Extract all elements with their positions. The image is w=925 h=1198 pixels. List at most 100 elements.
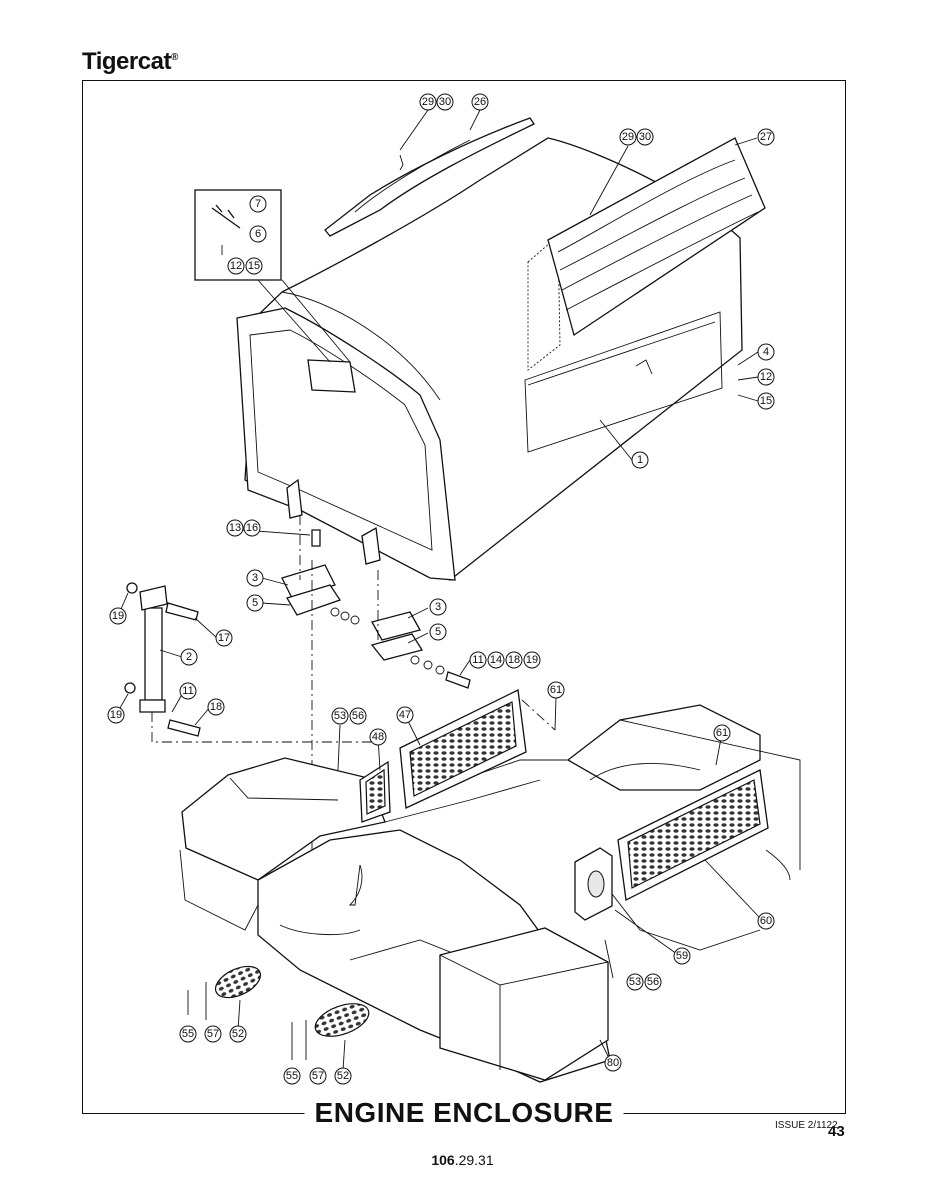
callout-label: 6 [255,228,261,240]
side-screen-60 [617,769,769,901]
callout-label: 12 [760,371,772,383]
callout-27: 27 [757,128,775,146]
callout-12-inset: 12 [227,257,245,275]
callout-label: 30 [639,131,651,143]
title-row: ENGINE ENCLOSURE [82,1097,846,1131]
callout-4: 4 [757,343,775,361]
callout-label: 55 [286,1070,298,1082]
callout-26: 26 [471,93,489,111]
callout-19-upper: 19 [109,607,127,625]
callout-11-left: 11 [179,682,197,700]
callout-label: 80 [607,1057,619,1069]
callout-label: 15 [760,395,772,407]
callout-15: 15 [757,392,775,410]
callout-12: 12 [757,368,775,386]
callout-label: 3 [252,572,258,584]
callout-30-vent: 30 [636,128,654,146]
callout-label: 7 [255,198,261,210]
callout-80: 80 [604,1054,622,1072]
callout-56-left: 56 [349,707,367,725]
callout-label: 5 [252,597,258,609]
callout-label: 18 [210,701,222,713]
callout-label: 16 [246,522,258,534]
callout-1: 1 [631,451,649,469]
callout-label: 1 [637,454,643,466]
callout-29-top: 29 [419,93,437,111]
callout-label: 19 [110,709,122,721]
callout-55-right: 55 [283,1067,301,1085]
callout-label: 47 [399,709,411,721]
callout-label: 11 [182,685,193,697]
callout-label: 52 [337,1070,349,1082]
callout-5-right: 5 [429,623,447,641]
callout-label: 3 [435,601,441,613]
brand-logo: Tigercat® [82,48,178,76]
callout-30-top: 30 [436,93,454,111]
registered-mark: ® [170,52,178,63]
exhaust-cover [324,117,535,237]
callout-label: 19 [112,610,124,622]
callout-label: 2 [186,651,192,663]
callout-3-right: 3 [429,598,447,616]
callout-47: 47 [396,706,414,724]
callout-19-lower: 19 [107,706,125,724]
callout-label: 13 [229,522,241,534]
callout-label: 27 [760,131,772,143]
callout-label: 17 [218,632,230,644]
callout-55-left: 55 [179,1025,197,1043]
callout-61-center: 61 [547,681,565,699]
page-title: ENGINE ENCLOSURE [304,1097,624,1129]
callout-label: 14 [490,654,502,666]
callout-label: 61 [716,727,728,739]
callout-18-left: 18 [207,698,225,716]
callout-label: 48 [372,731,384,743]
oval-grilles [187,965,370,1060]
callout-label: 52 [232,1028,244,1040]
callout-18-right: 18 [505,651,523,669]
callout-53-left: 53 [331,707,349,725]
callout-7: 7 [249,195,267,213]
callout-label: 15 [248,260,260,272]
callout-label: 4 [763,346,769,358]
page-number: 43 [828,1123,845,1140]
doc-number-prefix: 106 [431,1152,455,1168]
callout-label: 56 [352,710,364,722]
callout-label: 18 [508,654,520,666]
machine-frame [179,704,801,1083]
issue-date: ISSUE 2/1122 [775,1120,838,1131]
louvered-vent-panel [547,137,766,337]
callout-3-left: 3 [246,569,264,587]
callout-53-right: 53 [626,973,644,991]
doc-number-suffix: .29.31 [454,1152,494,1168]
callout-label: 26 [474,96,486,108]
bracket-59 [574,847,613,921]
hinge-brackets [281,529,471,689]
callout-label: 12 [230,260,242,272]
callout-15-inset: 15 [245,257,263,275]
callout-16: 16 [243,519,261,537]
callout-label: 60 [760,915,772,927]
callout-52-right: 52 [334,1067,352,1085]
callout-label: 59 [676,950,688,962]
callout-61-right: 61 [713,724,731,742]
callout-17: 17 [215,629,233,647]
callout-11-right: 11 [469,651,487,669]
callout-label: 11 [472,654,483,666]
callout-label: 61 [550,684,562,696]
callout-29-vent: 29 [619,128,637,146]
callout-label: 30 [439,96,451,108]
callout-label: 53 [629,976,641,988]
callout-label: 5 [435,626,441,638]
callout-57-right: 57 [309,1067,327,1085]
callout-label: 53 [334,710,346,722]
callout-48: 48 [369,728,387,746]
callout-56-right: 56 [644,973,662,991]
callout-label: 57 [207,1028,219,1040]
callout-60: 60 [757,912,775,930]
callout-19-right: 19 [523,651,541,669]
callout-label: 29 [422,96,434,108]
brand-name: Tigercat [82,48,171,75]
callout-label: 29 [622,131,634,143]
callout-label: 56 [647,976,659,988]
